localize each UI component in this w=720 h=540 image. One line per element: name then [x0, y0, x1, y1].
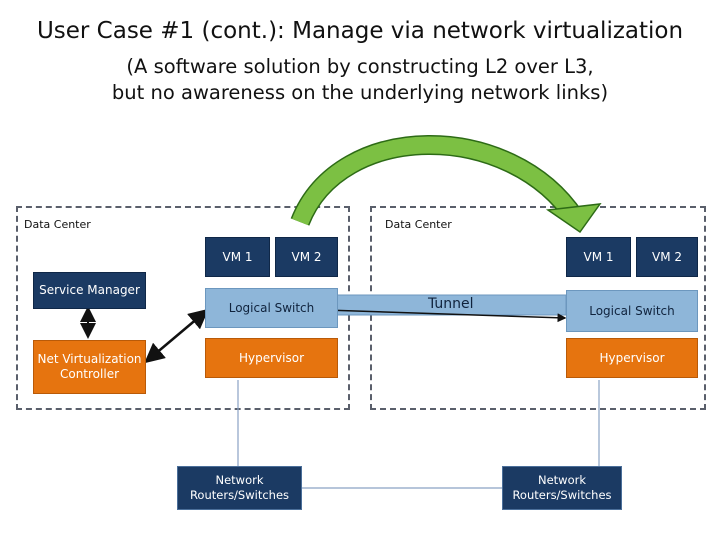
left-vm1-box: VM 1 [205, 237, 270, 277]
right-network-box: Network Routers/Switches [502, 466, 622, 510]
right-data-center-label: Data Center [385, 218, 452, 231]
right-logical-switch-box: Logical Switch [566, 290, 698, 332]
slide-title: User Case #1 (cont.): Manage via network… [36, 18, 684, 44]
left-network-box: Network Routers/Switches [177, 466, 302, 510]
nvc-logical-switch-arrow [144, 308, 209, 364]
left-vm2-box: VM 2 [275, 237, 338, 277]
subtitle-line-2: but no awareness on the underlying netwo… [111, 81, 609, 104]
left-data-center-label: Data Center [24, 218, 91, 231]
migration-arrowhead [545, 203, 602, 234]
net-virtualization-controller-box: Net Virtualization Controller [33, 340, 146, 394]
right-hypervisor-box: Hypervisor [566, 338, 698, 378]
left-logical-switch-box: Logical Switch [205, 288, 338, 328]
service-manager-box: Service Manager [33, 272, 146, 309]
right-vm2-box: VM 2 [636, 237, 698, 277]
subtitle-line-1: (A software solution by constructing L2 … [126, 55, 594, 78]
slide-subtitle: (A software solution by constructing L2 … [0, 54, 720, 106]
tunnel-label: Tunnel [428, 296, 474, 312]
right-vm1-box: VM 1 [566, 237, 631, 277]
left-hypervisor-box: Hypervisor [205, 338, 338, 378]
migration-arc [292, 136, 583, 226]
